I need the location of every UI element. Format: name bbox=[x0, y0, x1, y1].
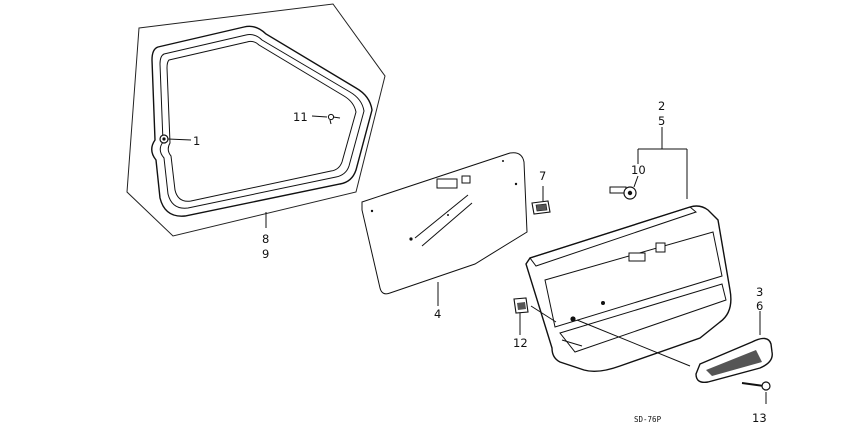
leader-1 bbox=[167, 138, 192, 141]
leader-10 bbox=[633, 175, 639, 188]
armrest-body bbox=[695, 337, 773, 384]
door-weatherstrip-inner2 bbox=[166, 40, 357, 202]
callout-7: 7 bbox=[539, 169, 546, 183]
inner-sheet-handle-cutout bbox=[436, 178, 458, 189]
door-weatherstrip-inner bbox=[159, 34, 365, 209]
leader-lines bbox=[167, 115, 767, 404]
inner-sheet-outline bbox=[361, 152, 528, 295]
callout-11: 11 bbox=[293, 110, 308, 124]
callout-9: 9 bbox=[262, 247, 269, 261]
door-lining-armrest-pocket bbox=[544, 231, 723, 328]
diagram-code: SD-76P bbox=[634, 415, 662, 424]
clip-part-7 bbox=[531, 200, 551, 215]
callout-6: 6 bbox=[756, 299, 763, 313]
callout-8: 8 bbox=[262, 232, 269, 246]
door-lining-lower-pocket bbox=[559, 283, 727, 353]
callout-5: 5 bbox=[658, 114, 665, 128]
callouts: 1 11 8 9 4 7 2 5 10 12 3 6 13 bbox=[193, 99, 767, 425]
door-inner-sheet bbox=[361, 152, 528, 295]
inner-sheet-fold-line-2 bbox=[421, 202, 473, 247]
weatherstrip-background-panel bbox=[126, 3, 386, 237]
door-lining-handle-recess bbox=[628, 252, 646, 262]
callout-3: 3 bbox=[756, 285, 763, 299]
callout-4: 4 bbox=[434, 307, 441, 321]
clip-part-1 bbox=[159, 134, 169, 144]
armrest bbox=[695, 337, 773, 384]
door-weatherstrip bbox=[151, 25, 373, 217]
callout-1: 1 bbox=[193, 134, 200, 148]
leader-11 bbox=[311, 115, 328, 118]
screw-part-10 bbox=[609, 186, 637, 200]
door-lining-top-rail bbox=[529, 206, 698, 267]
callout-13: 13 bbox=[752, 411, 767, 425]
inner-sheet-fold-line bbox=[414, 194, 469, 239]
screw-part-11 bbox=[327, 113, 341, 125]
weatherstrip-group bbox=[126, 3, 386, 237]
door-lining-lock-recess bbox=[655, 242, 666, 253]
callout-12: 12 bbox=[513, 336, 528, 350]
door-lining-outline bbox=[525, 205, 732, 373]
door-lining bbox=[525, 205, 732, 373]
screw-part-13 bbox=[741, 381, 771, 391]
armrest-shade bbox=[706, 350, 762, 376]
inner-sheet-lock-cutout bbox=[461, 175, 471, 184]
clip-part-12 bbox=[513, 297, 529, 314]
callout-10: 10 bbox=[631, 163, 646, 177]
callout-2: 2 bbox=[658, 99, 665, 113]
